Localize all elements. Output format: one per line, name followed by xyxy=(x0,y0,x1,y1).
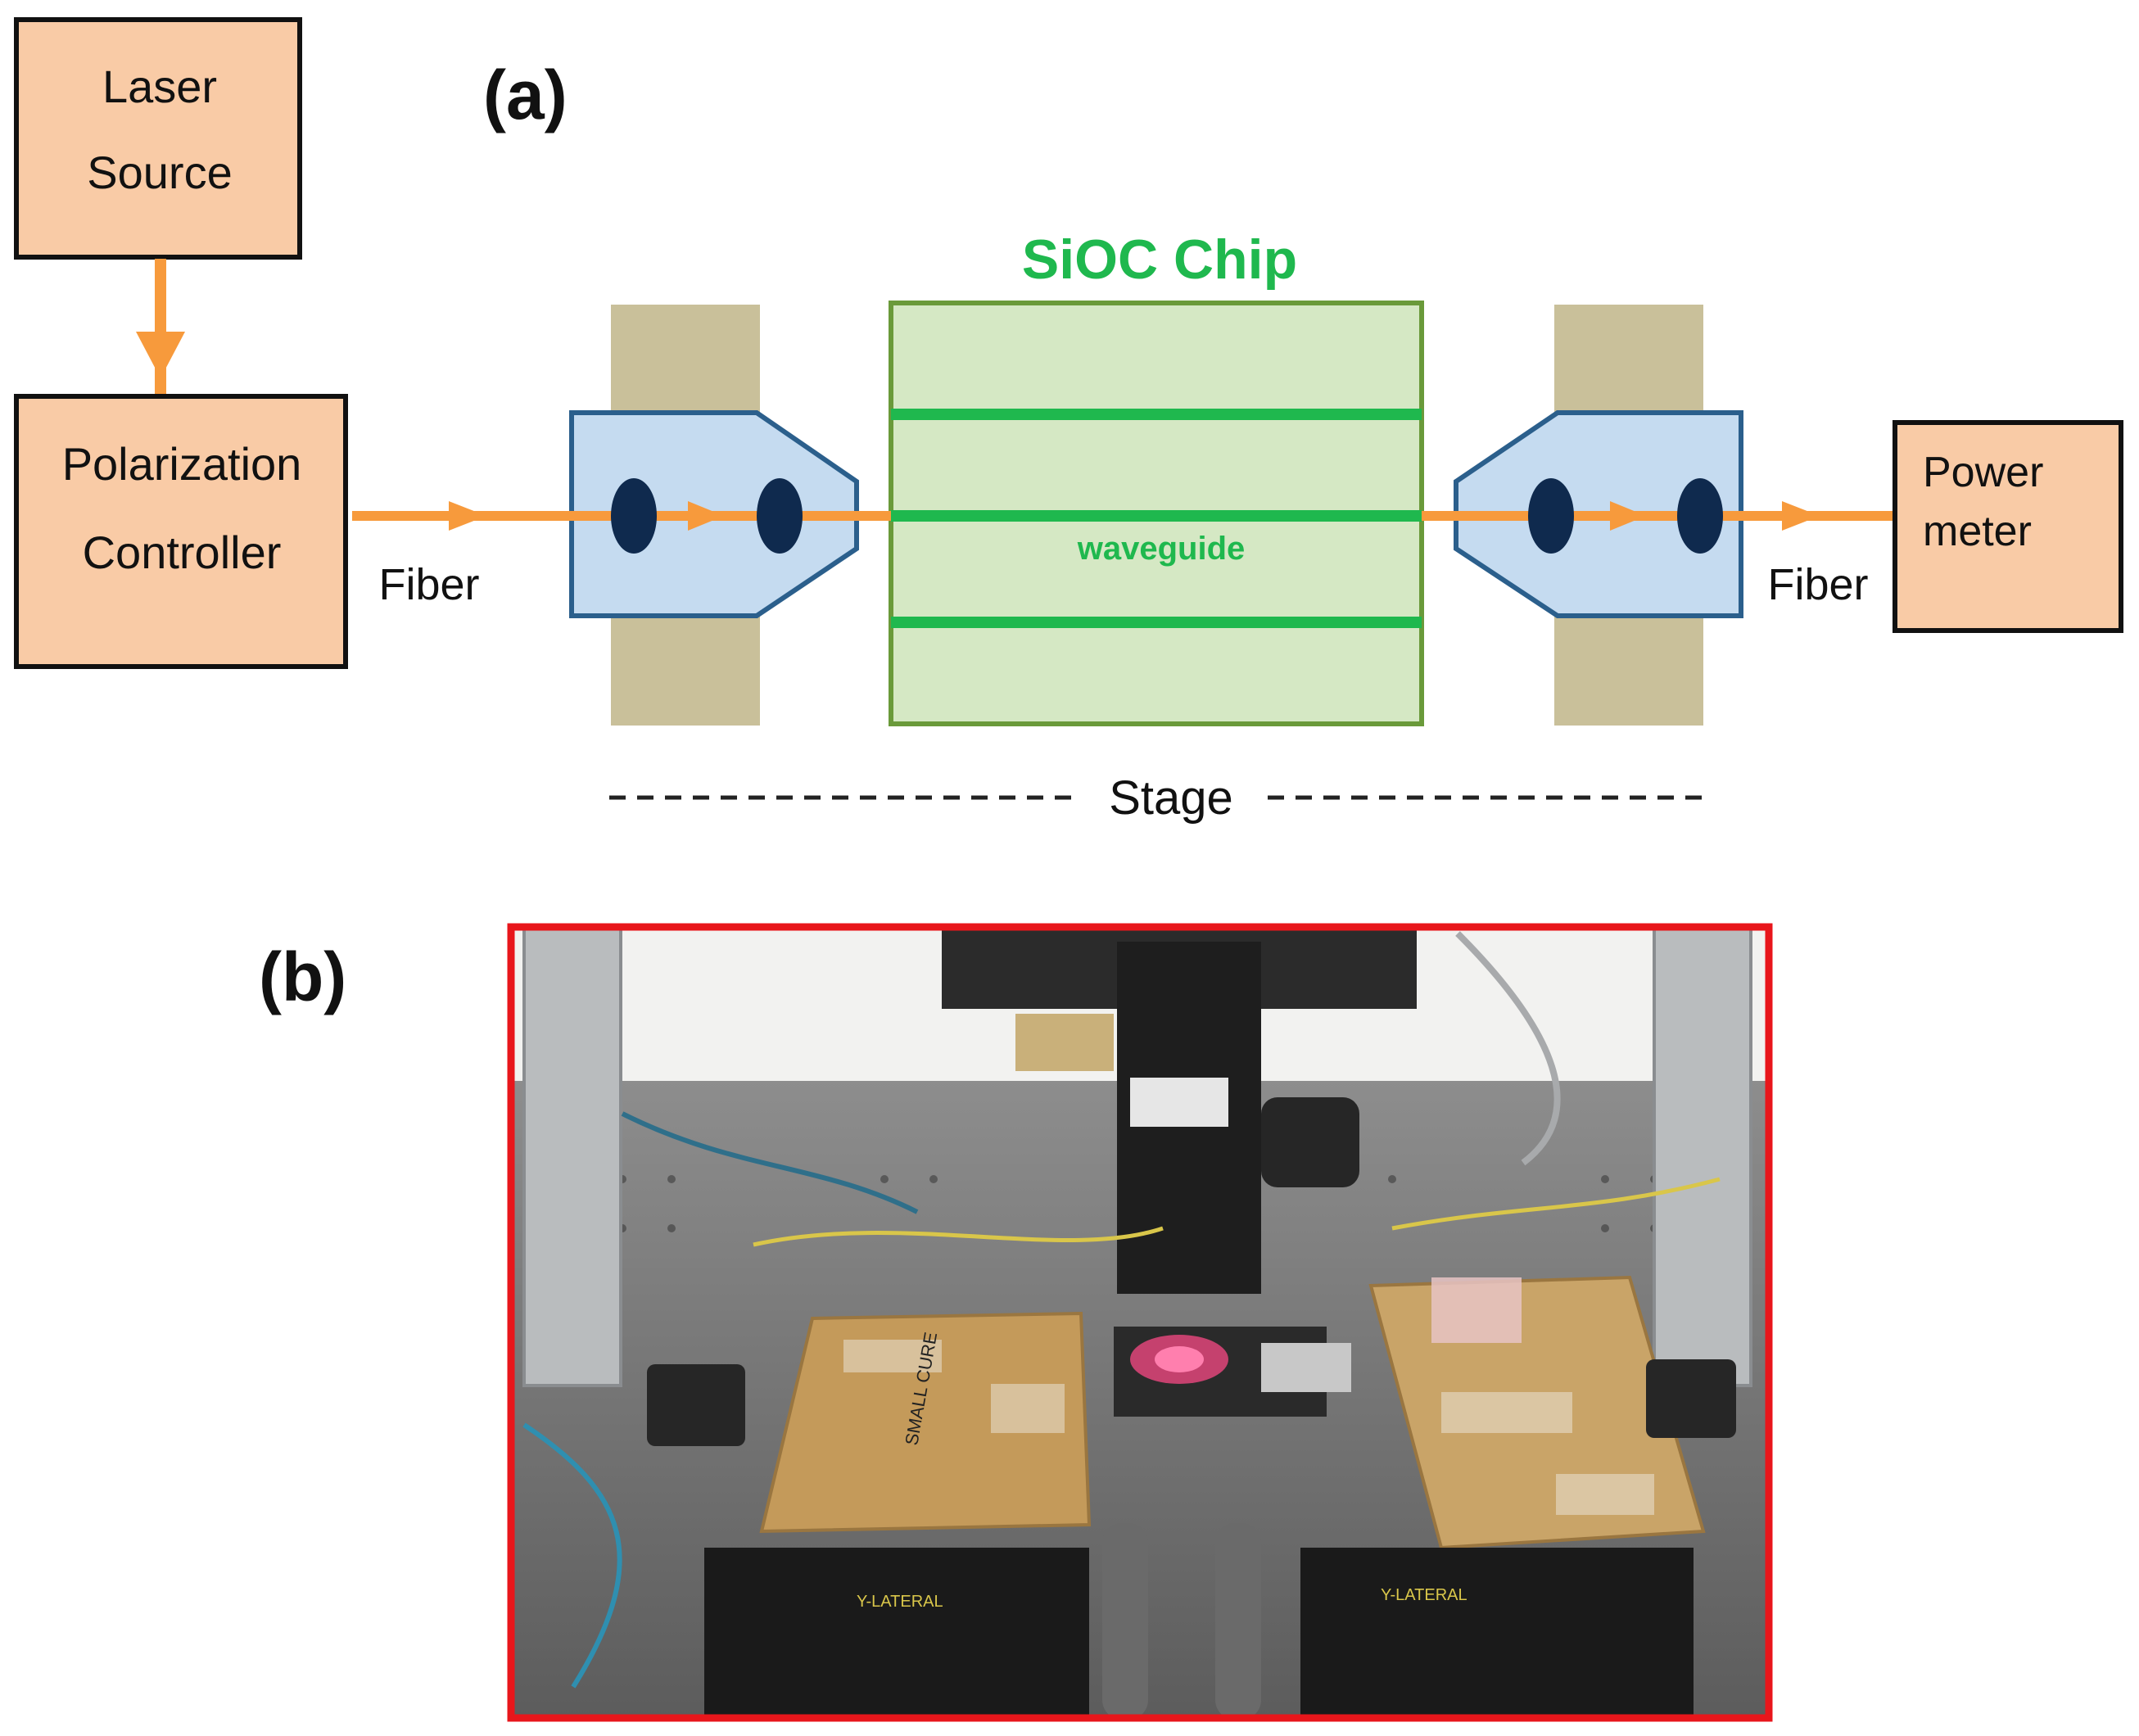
arrow-right-icon xyxy=(449,501,486,531)
lens-icon xyxy=(611,478,657,554)
lens-icon xyxy=(757,478,803,554)
panel-a-label: (a) xyxy=(483,57,568,133)
arrow-right-icon xyxy=(688,501,724,531)
sioc-chip: SiOC Chip waveguide xyxy=(889,228,1424,726)
frame-post-right xyxy=(1653,927,1752,1387)
arrow-right-icon xyxy=(1782,501,1820,531)
polarization-controller-line2: Controller xyxy=(83,527,282,578)
polarization-controller-line1: Polarization xyxy=(62,438,302,490)
chip-title: SiOC Chip xyxy=(1022,228,1297,291)
lens-icon xyxy=(1677,478,1723,554)
fiber-label-right: Fiber xyxy=(1767,560,1868,609)
polarization-controller-box: Polarization Controller xyxy=(14,394,348,669)
panel-b-label: (b) xyxy=(259,938,346,1015)
frame-post-left xyxy=(522,927,622,1387)
lens-icon xyxy=(1528,478,1574,554)
laser-source-box: Laser Source xyxy=(14,17,302,260)
power-meter-box: Power meter xyxy=(1893,420,2123,633)
stage-label: Stage xyxy=(1109,771,1233,825)
stage-right-body xyxy=(1300,1548,1694,1718)
power-meter-line2: meter xyxy=(1923,508,2032,555)
laser-source-line2: Source xyxy=(87,147,232,198)
photo-frame xyxy=(507,923,1773,1722)
fiber-laser-to-controller xyxy=(136,259,185,398)
arrow-right-icon xyxy=(1610,501,1646,531)
stage-indicator: Stage xyxy=(609,771,1703,825)
arrow-down-icon xyxy=(136,332,185,378)
waveguide-label: waveguide xyxy=(1077,531,1246,567)
stage-left-body xyxy=(704,1548,1089,1718)
right-stage-label: Y-LATERAL xyxy=(1381,1586,1467,1604)
left-stage-label: Y-LATERAL xyxy=(857,1593,943,1611)
setup-photo: SMALL CURE Y-LATERAL Y-LATERAL xyxy=(507,923,1773,1722)
laser-source-line1: Laser xyxy=(102,61,217,112)
fiber-label-left: Fiber xyxy=(378,560,479,609)
power-meter-line1: Power xyxy=(1923,449,2043,496)
